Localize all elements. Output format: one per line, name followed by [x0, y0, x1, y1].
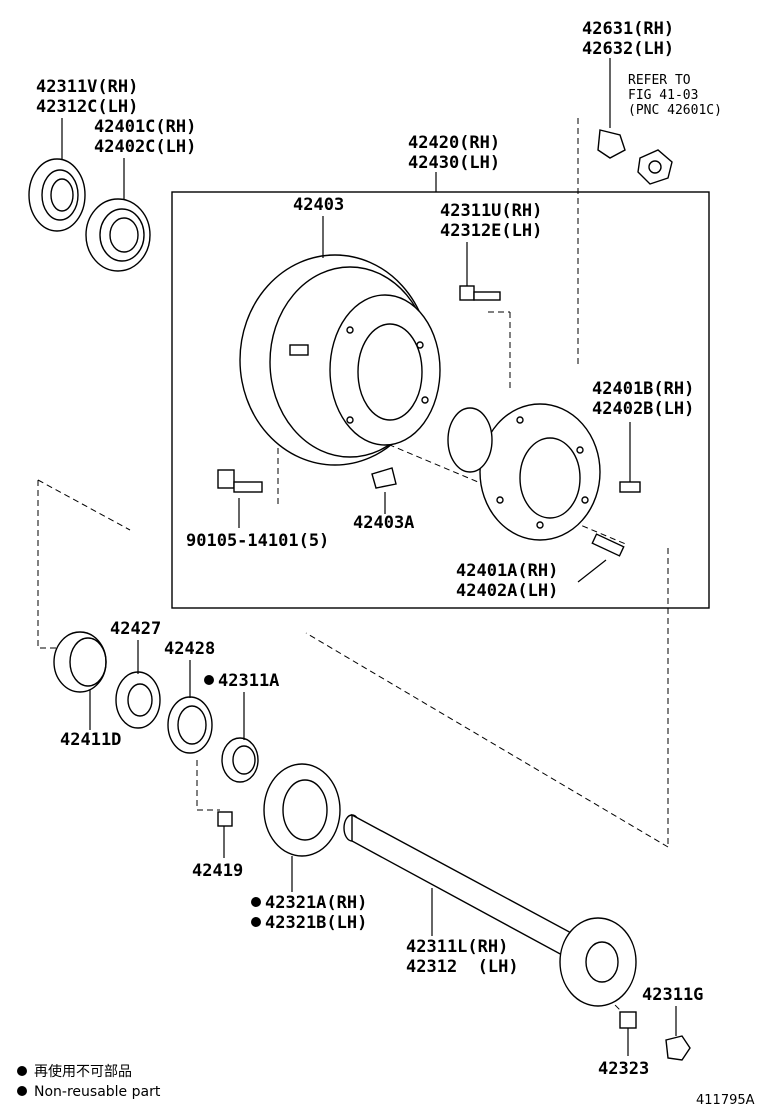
cone-washer-part: [619, 1011, 637, 1029]
label-hub-bolt-small-lh: 42312E(LH): [440, 221, 542, 241]
refer-note-line2: FIG 41-03: [628, 88, 698, 103]
bearing-nut-part: [115, 671, 161, 729]
label-hub-assy-rh: 42420(RH): [408, 133, 500, 153]
hub-nut-part: [665, 1035, 691, 1061]
outer-bearing-part: [85, 198, 151, 272]
part-labels: 42631(RH) 42632(LH) REFER TO FIG 41-03 (…: [36, 19, 722, 1079]
label-hub-bolt-upper-lh: 42632(LH): [582, 39, 674, 59]
inner-bearing-part: [53, 631, 107, 693]
label-plug: 42403A: [353, 513, 414, 533]
brake-drum-part: [239, 254, 441, 466]
drum-screw-part: [217, 469, 263, 493]
label-stud-a-lh: 42402A(LH): [456, 581, 558, 601]
figure-code: 411795A: [696, 1093, 755, 1108]
axle-shaft-part: [343, 813, 637, 1007]
stud-a-part: [591, 533, 625, 557]
legend-marker-jp: [17, 1066, 27, 1076]
label-nut-42427: 42427: [110, 619, 161, 639]
hole-plug-part: [371, 467, 397, 489]
legend: 再使用不可部品 Non-reusable part: [17, 1063, 161, 1100]
label-axle-shaft-lh: 42312 (LH): [406, 957, 519, 977]
hub-bolt-nut-part: [597, 129, 673, 185]
label-drum-screw: 90105-14101(5): [186, 531, 329, 551]
refer-note-line1: REFER TO: [628, 73, 691, 88]
gasket-part: [263, 763, 341, 857]
axle-hub-part: [447, 403, 601, 541]
label-cone-42323: 42323: [598, 1059, 649, 1079]
label-hub-bolt-small-rh: 42311U(RH): [440, 201, 542, 221]
label-gasket-rh: 42321A(RH): [265, 893, 367, 913]
lock-washer-part: [167, 696, 213, 754]
label-outer-bearing-rh: 42401C(RH): [94, 117, 196, 137]
label-oil-seal: 42311A: [218, 671, 279, 691]
leader-lines: [61, 58, 677, 1056]
label-nut-42311g: 42311G: [642, 985, 703, 1005]
screw-part: [217, 811, 233, 827]
legend-marker-en: [17, 1086, 27, 1096]
label-lock-washer: 42428: [164, 639, 215, 659]
hub-assembly-frame: [171, 191, 710, 609]
label-outer-bearing-lh: 42402C(LH): [94, 137, 196, 157]
outer-seal-part: [28, 158, 86, 232]
legend-text-en: Non-reusable part: [34, 1084, 161, 1100]
legend-text-jp: 再使用不可部品: [34, 1063, 132, 1080]
label-drum: 42403: [293, 195, 344, 215]
label-stud-b-lh: 42402B(LH): [592, 399, 694, 419]
label-bearing-42411d: 42411D: [60, 730, 121, 750]
label-axle-shaft-rh: 42311L(RH): [406, 937, 508, 957]
label-screw-42419: 42419: [192, 861, 243, 881]
label-outer-seal-rh: 42311V(RH): [36, 77, 138, 97]
label-gasket-lh: 42321B(LH): [265, 913, 367, 933]
non-reusable-marker-gasket-lh: [251, 917, 261, 927]
non-reusable-marker-oil-seal: [204, 675, 214, 685]
non-reusable-marker-gasket-rh: [251, 897, 261, 907]
hub-bolt-small-part: [459, 285, 501, 301]
stud-b-part: [619, 481, 641, 493]
refer-note-line3: (PNC 42601C): [628, 103, 722, 118]
label-outer-seal-lh: 42312C(LH): [36, 97, 138, 117]
label-stud-a-rh: 42401A(RH): [456, 561, 558, 581]
label-hub-bolt-upper-rh: 42631(RH): [582, 19, 674, 39]
label-hub-assy-lh: 42430(LH): [408, 153, 500, 173]
label-stud-b-rh: 42401B(RH): [592, 379, 694, 399]
oil-seal-part: [221, 737, 259, 783]
